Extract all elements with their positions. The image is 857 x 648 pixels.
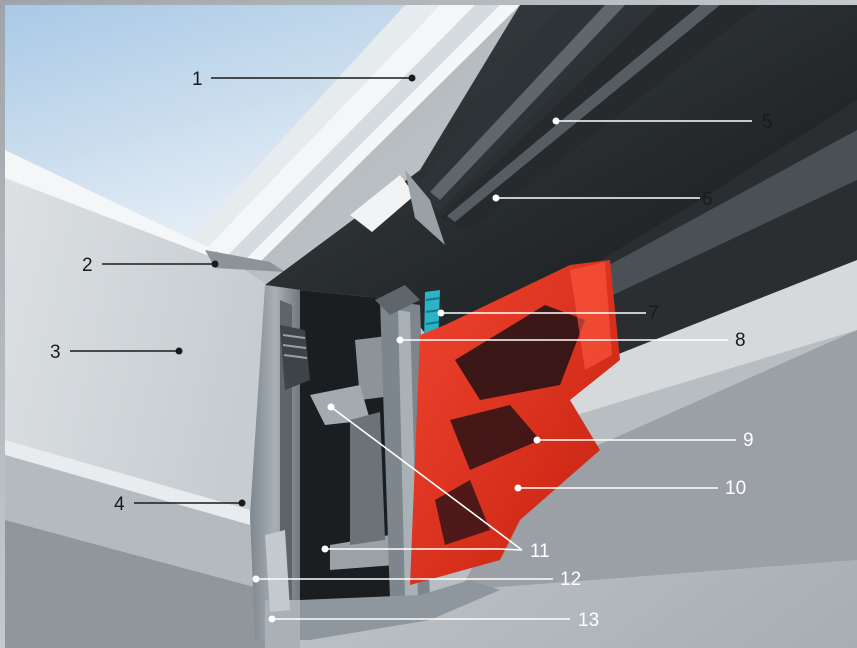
callout-label-7: 7 <box>648 303 659 324</box>
callout-12: 12 <box>252 569 581 590</box>
callout-4: 4 <box>114 494 246 515</box>
callout-label-10: 10 <box>725 478 746 499</box>
callout-label-4: 4 <box>114 494 125 515</box>
glazing-bead <box>205 250 285 272</box>
callout-2: 2 <box>82 255 219 276</box>
bottom-profile <box>285 580 500 640</box>
callout-6: 6 <box>492 189 713 210</box>
callout-label-9: 9 <box>743 430 754 451</box>
callout-8: 8 <box>396 330 746 351</box>
gasket-rail-upper <box>430 5 625 200</box>
callout-5: 5 <box>552 112 773 133</box>
thermal-insulation-insert <box>410 260 620 585</box>
callout-label-3: 3 <box>50 342 61 363</box>
callout-9: 9 <box>533 430 754 451</box>
callout-label-5: 5 <box>762 112 773 133</box>
callout-7: 7 <box>437 303 659 324</box>
gasket-rail-lower <box>447 5 720 222</box>
callout-13: 13 <box>268 610 599 631</box>
callout-11: 11 <box>321 403 550 562</box>
callout-10: 10 <box>514 478 746 499</box>
callout-label-11: 11 <box>530 541 550 562</box>
reveal-panel <box>5 150 275 510</box>
callout-label-8: 8 <box>735 330 746 351</box>
callout-3: 3 <box>50 342 183 363</box>
frame-interior-dark <box>265 5 857 340</box>
callout-label-2: 2 <box>82 255 93 276</box>
callout-label-6: 6 <box>702 189 713 210</box>
callout-label-1: 1 <box>192 69 203 90</box>
callout-label-12: 12 <box>560 569 581 590</box>
callout-1: 1 <box>192 69 416 90</box>
clip-part-lower <box>330 535 395 570</box>
callout-label-13: 13 <box>578 610 599 631</box>
